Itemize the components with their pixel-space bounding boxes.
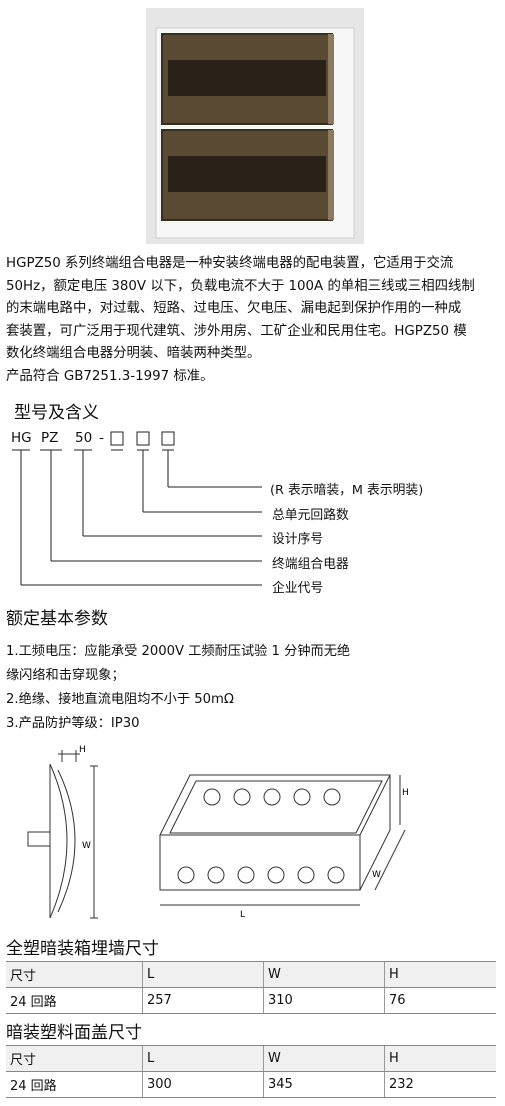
table-title: 暗装塑料面盖尺寸 bbox=[6, 1023, 142, 1043]
model-code: HG PZ 50 - bbox=[11, 430, 211, 450]
table-cell: 76 bbox=[384, 987, 496, 1014]
intro-line: 50Hz，额定电压 380V 以下，负载电流不大于 100A 的单相三线或三相四… bbox=[6, 278, 475, 294]
table-title: 全塑暗装箱埋墙尺寸 bbox=[6, 939, 159, 959]
table-cell: 24 回路 bbox=[6, 1071, 143, 1098]
code-pz: PZ bbox=[41, 430, 59, 446]
product-photo bbox=[146, 8, 364, 244]
table-header-row: 尺寸 L W H bbox=[6, 1045, 496, 1072]
dimension-table-cover: 尺寸 L W H 24 回路 300 345 232 bbox=[6, 1045, 496, 1098]
rated-item-3: 3.产品防护等级：IP30 bbox=[6, 716, 140, 731]
intro-line: 套装置，可广泛用于现代建筑、涉外用房、工矿企业和民用住宅。HGPZ50 模 bbox=[6, 323, 467, 339]
rated-heading: 额定基本参数 bbox=[6, 609, 108, 629]
model-connector-lines bbox=[12, 431, 262, 586]
box-perspective-drawing: L W H bbox=[159, 774, 409, 920]
side-h-label: H bbox=[79, 745, 86, 755]
rated-item-1-cont: 缘闪络和击穿现象； bbox=[6, 668, 125, 683]
box-w-label: W bbox=[372, 870, 381, 880]
side-view-drawing: H W bbox=[27, 745, 98, 919]
table-header-cell: H bbox=[384, 961, 496, 988]
model-heading: 型号及含义 bbox=[14, 403, 99, 423]
intro-line: HGPZ50 系列终端组合电器是一种安装终端电器的配电装置，它适用于交流 bbox=[6, 256, 454, 271]
side-w-label: W bbox=[82, 841, 91, 851]
table-header-cell: L bbox=[142, 1045, 264, 1072]
table-cell: 310 bbox=[263, 987, 385, 1014]
meaning-mount-type: (R 表示暗装，M 表示明装) bbox=[270, 483, 424, 498]
rated-item-1: 1.工频电压：应能承受 2000V 工频耐压试验 1 分钟而无绝 bbox=[6, 644, 351, 659]
meaning-circuits: 总单元回路数 bbox=[272, 508, 349, 523]
table-cell: 345 bbox=[263, 1071, 385, 1098]
table-header-row: 尺寸 L W H bbox=[6, 961, 496, 988]
intro-line: 产品符合 GB7251.3-1997 标准。 bbox=[6, 368, 214, 384]
intro-paragraph: HGPZ50 系列终端组合电器是一种安装终端电器的配电装置，它适用于交流 50H… bbox=[6, 253, 503, 388]
table-header-cell: W bbox=[263, 961, 385, 988]
code-dash: - bbox=[99, 430, 104, 446]
meaning-terminal-unit: 终端组合电器 bbox=[272, 557, 349, 572]
table-row: 24 回路 300 345 232 bbox=[6, 1071, 496, 1098]
intro-line: 的末端电路中，对过载、短路、过电压、欠电压、漏电起到保护作用的一种成 bbox=[6, 301, 462, 316]
box-l-label: L bbox=[240, 910, 245, 920]
table-header-cell: H bbox=[384, 1045, 496, 1072]
rated-item-2: 2.绝缘、接地直流电阻均不小于 50mΩ bbox=[6, 692, 234, 707]
code-number: 50 bbox=[75, 430, 93, 446]
box-h-label: H bbox=[402, 788, 409, 798]
dimension-table-concealed-box: 尺寸 L W H 24 回路 257 310 76 bbox=[6, 961, 496, 1014]
table-header-cell: 尺寸 bbox=[6, 961, 143, 988]
table-header-cell: W bbox=[263, 1045, 385, 1072]
table-header-cell: L bbox=[142, 961, 264, 988]
meaning-company-code: 企业代号 bbox=[272, 581, 324, 596]
intro-line: 数化终端组合电器分明装、暗装两种类型。 bbox=[6, 346, 261, 361]
table-header-cell: 尺寸 bbox=[6, 1045, 143, 1072]
code-hg: HG bbox=[11, 430, 32, 446]
table-cell: 232 bbox=[384, 1071, 496, 1098]
table-cell: 257 bbox=[142, 987, 264, 1014]
meaning-design-serial: 设计序号 bbox=[272, 532, 324, 547]
table-cell: 24 回路 bbox=[6, 987, 143, 1014]
table-row: 24 回路 257 310 76 bbox=[6, 987, 496, 1014]
table-cell: 300 bbox=[142, 1071, 264, 1098]
